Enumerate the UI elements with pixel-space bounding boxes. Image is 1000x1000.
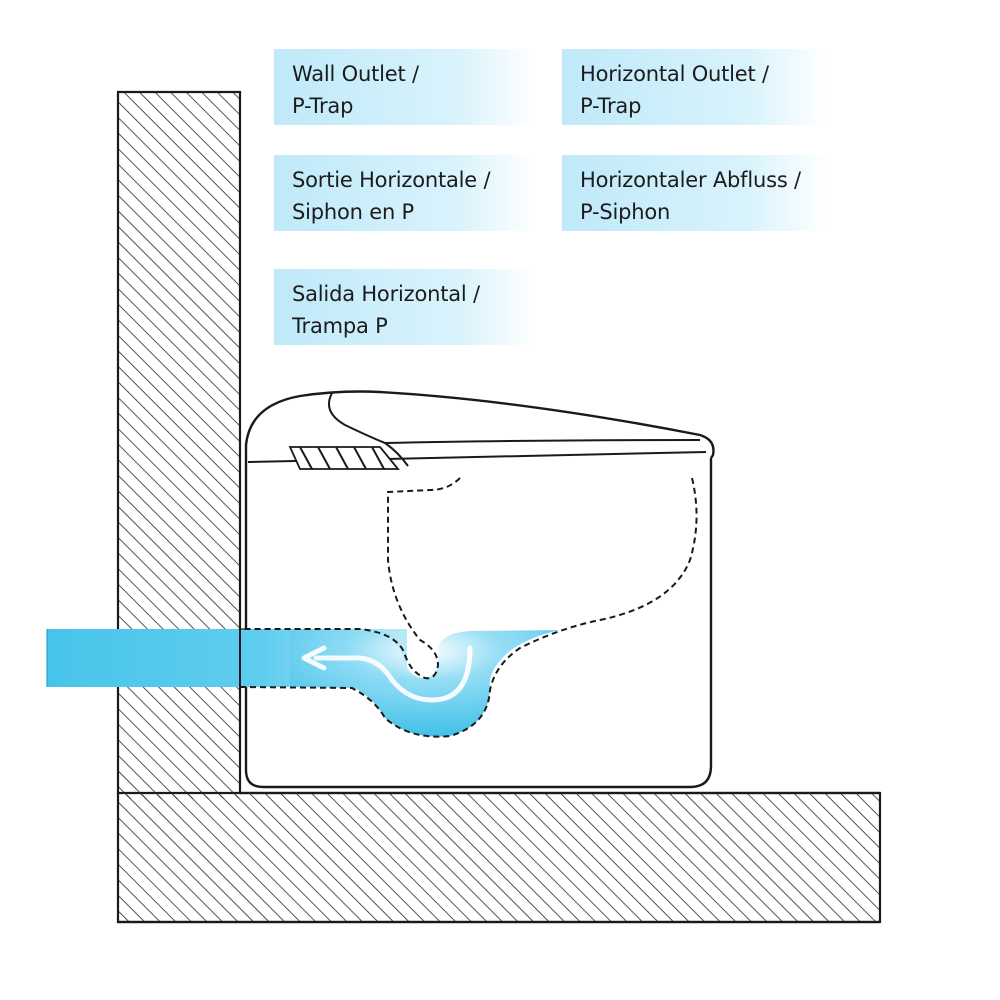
- label-line2: Trampa P: [292, 314, 388, 338]
- arrow-left-icon: [301, 645, 473, 703]
- label-sortie-horizontale: Sortie Horizontale / Siphon en P: [274, 155, 536, 231]
- bowl-outline-right: [239, 477, 698, 738]
- lid-top-line: [384, 439, 701, 444]
- label-line2: P-Trap: [580, 94, 642, 118]
- lid-front-curve: [328, 392, 409, 467]
- label-line1: Sortie Horizontale /: [292, 168, 491, 192]
- label-line2: Siphon en P: [292, 200, 415, 224]
- floor: [116, 791, 882, 924]
- label-line2: P-Trap: [292, 94, 354, 118]
- label-bg-salida: [274, 269, 536, 345]
- label-bg-wall-outlet: [274, 49, 536, 125]
- vent-grille: [288, 446, 400, 470]
- label-line1: Horizontal Outlet /: [580, 62, 769, 86]
- vent-slats: [299, 446, 385, 470]
- toilet-body: [244, 450, 713, 789]
- bowl-outline: [240, 477, 461, 680]
- wall: [116, 90, 242, 795]
- label-line1: Wall Outlet /: [292, 62, 419, 86]
- label-bg-horizontal-outlet: [562, 49, 828, 125]
- label-wall-outlet: Wall Outlet / P-Trap: [274, 49, 536, 125]
- label-salida-horizontal: Salida Horizontal / Trampa P: [274, 269, 536, 345]
- label-horizontaler-abfluss: Horizontaler Abfluss / P-Siphon: [562, 155, 828, 231]
- label-bg-sortie: [274, 155, 536, 231]
- label-bg-horizontaler: [562, 155, 828, 231]
- label-line1: Salida Horizontal /: [292, 282, 480, 306]
- label-line1: Horizontaler Abfluss /: [580, 168, 801, 192]
- label-line2: P-Siphon: [580, 200, 671, 224]
- label-horizontal-outlet: Horizontal Outlet / P-Trap: [562, 49, 828, 125]
